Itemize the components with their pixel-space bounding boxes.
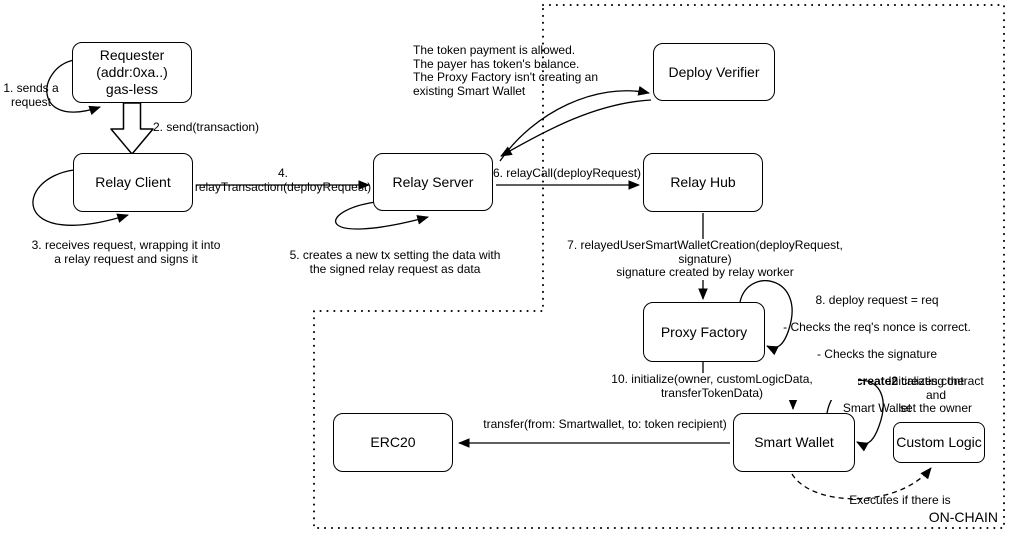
node-relay-server-label: Relay Server	[392, 173, 474, 190]
label-step4-relay-transaction: 4. relayTransaction(deployRequest)	[194, 166, 372, 194]
label-transfer: transfer(from: Smartwallet, to: token re…	[483, 417, 727, 431]
node-deploy-verifier: Deploy Verifier	[653, 43, 775, 101]
label-step8-line3: - Checks the signature	[816, 346, 938, 361]
label-step1-sends-request: 1. sends a request	[3, 81, 59, 109]
executes-custom-logic-dashed-arrow	[791, 467, 932, 500]
label-step2-send-transaction: 2. send(transaction)	[153, 120, 260, 134]
node-relay-hub-label: Relay Hub	[670, 174, 736, 190]
label-step8-line1: 8. deploy request = req	[815, 292, 939, 307]
relay-server-to-deploy-verifier-arrow	[499, 86, 650, 162]
label-on-chain: ON-CHAIN	[928, 509, 998, 525]
node-relay-hub: Relay Hub	[643, 153, 763, 212]
relay-server-self-loop-arrow	[335, 201, 429, 230]
label-custom-logic-note: Initializes contract and set the owner	[888, 374, 984, 415]
node-requester: Requester (addr:0xa..) gas-less	[72, 42, 192, 103]
send-transaction-block-arrow	[110, 102, 154, 155]
node-relay-client-label: Relay Client	[95, 174, 171, 190]
label-step3-receives-request: 3. receives request, wrapping it into a …	[31, 238, 221, 266]
node-smart-wallet: Smart Wallet	[733, 413, 855, 472]
node-requester-label: Requester (addr:0xa..) gas-less	[96, 47, 168, 97]
label-step5-creates-new-tx: 5. creates a new tx setting the data wit…	[289, 248, 501, 276]
node-relay-server: Relay Server	[373, 153, 493, 211]
node-erc20-label: ERC20	[370, 434, 416, 450]
deploy-verifier-to-relay-server-arrow	[500, 99, 652, 157]
relay-client-self-loop-arrow	[32, 169, 129, 226]
proxy-factory-self-loop-arrow	[739, 280, 793, 356]
node-relay-client: Relay Client	[73, 153, 193, 212]
node-proxy-factory-label: Proxy Factory	[660, 323, 748, 340]
create2-bold-text: create2	[855, 373, 899, 388]
node-smart-wallet-label: Smart Wallet	[754, 434, 834, 450]
requester-self-loop-arrow	[46, 59, 101, 116]
node-custom-logic: Custom Logic	[893, 422, 985, 463]
label-step8-line2: - Checks the req's nonce is correct.	[783, 319, 971, 334]
label-step9-line2: Smart Wallet	[842, 400, 912, 415]
label-executes-if-there-is: Executes if there is	[849, 493, 951, 507]
label-step7-relayed-creation: 7. relayedUserSmartWalletCreation(deploy…	[548, 238, 862, 280]
node-custom-logic-label: Custom Logic	[896, 434, 982, 450]
label-step6-relay-call: 6. relayCall(deployRequest)	[492, 166, 642, 180]
node-erc20: ERC20	[333, 413, 453, 472]
label-steps8-9-proxy-factory-note: 8. deploy request = req - Checks the req…	[768, 280, 986, 429]
label-verifier-note: The token payment is allowed. The payer …	[413, 43, 599, 98]
node-deploy-verifier-label: Deploy Verifier	[668, 63, 760, 80]
label-step10-initialize: 10. initialize(owner, customLogicData, t…	[566, 372, 858, 400]
node-proxy-factory: Proxy Factory	[643, 302, 765, 362]
